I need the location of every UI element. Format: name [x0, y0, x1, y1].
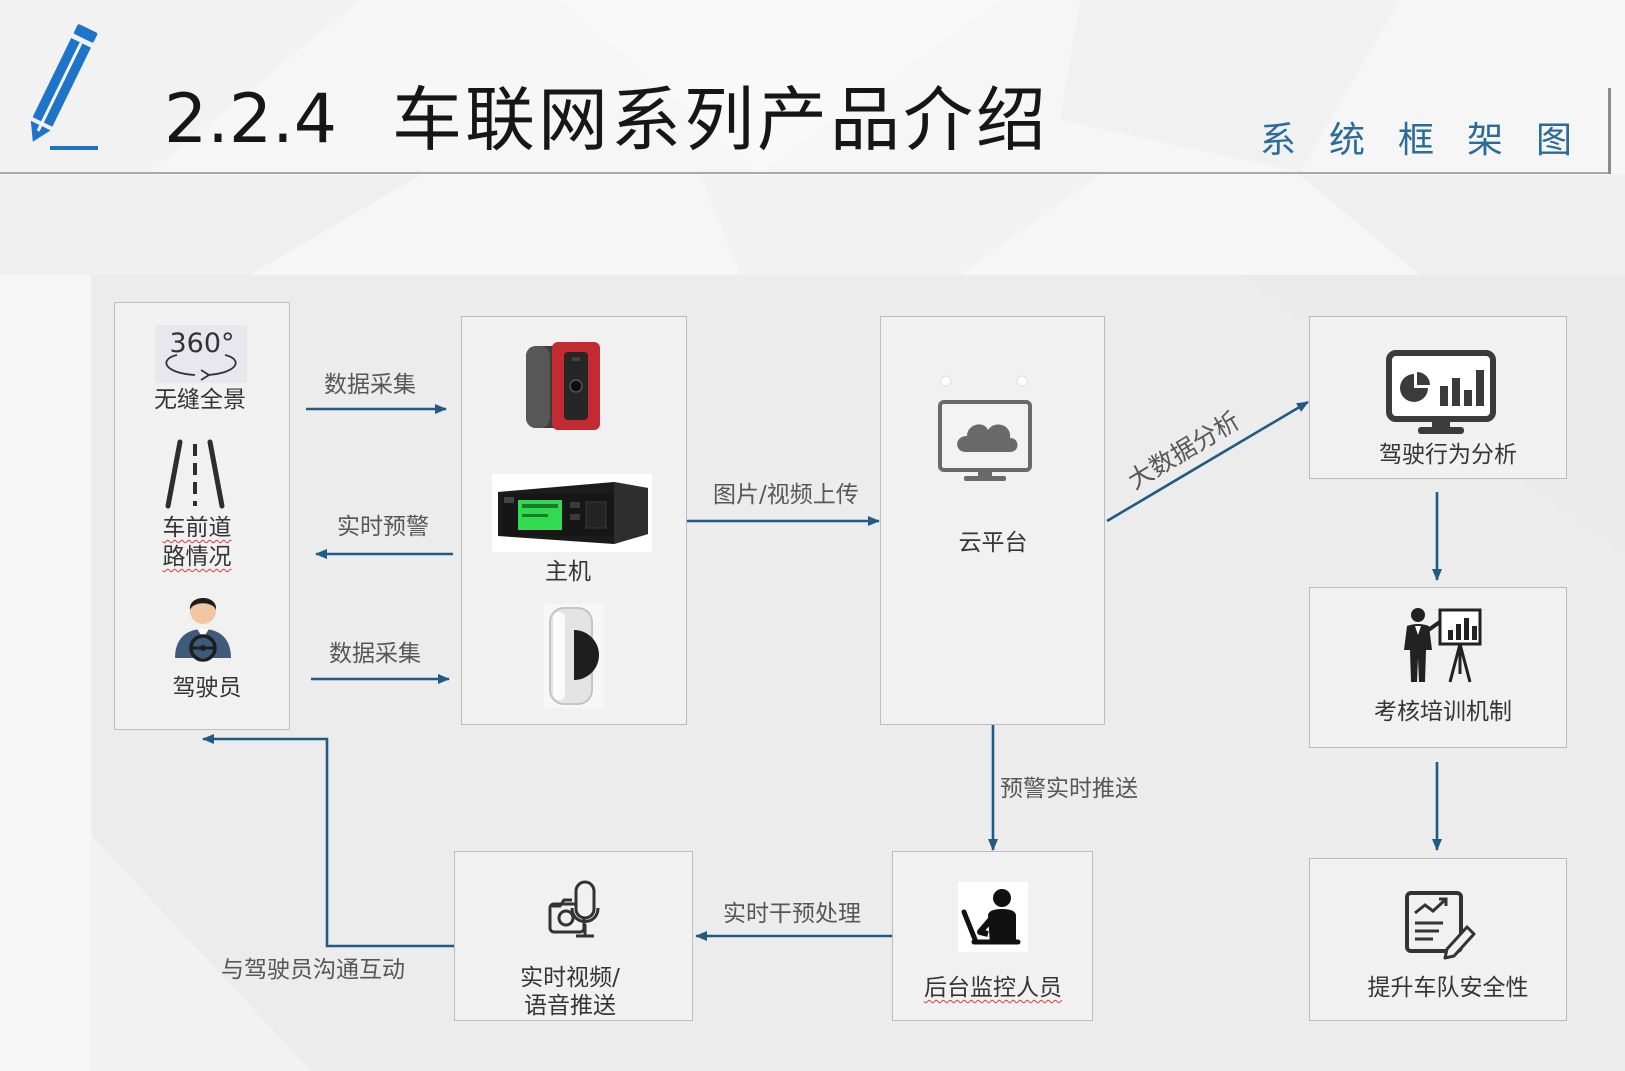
video-label-line-2: 语音推送 — [524, 993, 616, 1019]
monitor-label: 后台监控人员 — [883, 974, 1103, 1002]
monitor-label-text: 后台监控人员 — [924, 975, 1062, 1001]
chart-monitor-icon — [1386, 350, 1496, 434]
road-label-line-2: 路情况 — [87, 543, 307, 571]
safety-label: 提升车队安全性 — [1367, 975, 1529, 1001]
document-chart-icon — [1405, 891, 1476, 960]
red-camera-device — [526, 342, 600, 430]
training-box — [1309, 587, 1567, 748]
edge-label-driver-to-host: 数据采集 — [329, 641, 421, 667]
header-divider-vertical — [1608, 88, 1611, 174]
person-laptop-icon — [958, 882, 1028, 952]
header-divider — [0, 172, 1611, 174]
section-number: 2.2.4 — [164, 80, 338, 159]
camera-microphone-icon — [548, 880, 600, 938]
360-panorama-icon: 360° — [155, 325, 247, 383]
road-label-text-2: 路情况 — [162, 544, 232, 570]
pencil-icon — [30, 24, 98, 150]
analysis-label: 驾驶行为分析 — [1379, 442, 1517, 468]
host-label: 主机 — [545, 559, 591, 585]
edge-label-cloud-to-monitor: 预警实时推送 — [1000, 776, 1138, 802]
edge-label-host-to-sensors-alert: 实时预警 — [337, 514, 429, 540]
edge-label-sensors-to-host: 数据采集 — [324, 372, 416, 398]
cloud-box — [880, 316, 1105, 725]
video-label-line-1: 实时视频/ — [520, 965, 620, 991]
side-camera-device — [544, 604, 604, 708]
panorama-label: 无缝全景 — [154, 387, 246, 413]
cloud-label: 云平台 — [958, 530, 1028, 556]
driver-label: 驾驶员 — [172, 675, 242, 701]
training-label: 考核培训机制 — [1374, 699, 1512, 725]
dvr-host-unit — [492, 474, 652, 552]
edge-label-host-to-cloud: 图片/视频上传 — [713, 482, 859, 508]
presenter-board-icon — [1404, 608, 1482, 683]
cloud-monitor-icon — [938, 375, 1032, 481]
edge-label-monitor-to-video: 实时干预处理 — [723, 901, 861, 927]
road-label-line-1: 车前道 — [87, 514, 307, 542]
driver-steering-wheel-icon — [175, 598, 231, 662]
road-lanes-icon — [165, 439, 225, 509]
road-label-text-1: 车前道 — [162, 515, 232, 541]
edge-label-video-to-driver: 与驾驶员沟通互动 — [221, 957, 405, 983]
safety-box — [1309, 858, 1567, 1021]
video-box — [454, 851, 693, 1021]
360-icon-text: 360° — [169, 328, 234, 359]
page-subtitle: 系统框架图 — [1260, 120, 1606, 161]
page-title: 车联网系列产品介绍 — [392, 79, 1049, 161]
